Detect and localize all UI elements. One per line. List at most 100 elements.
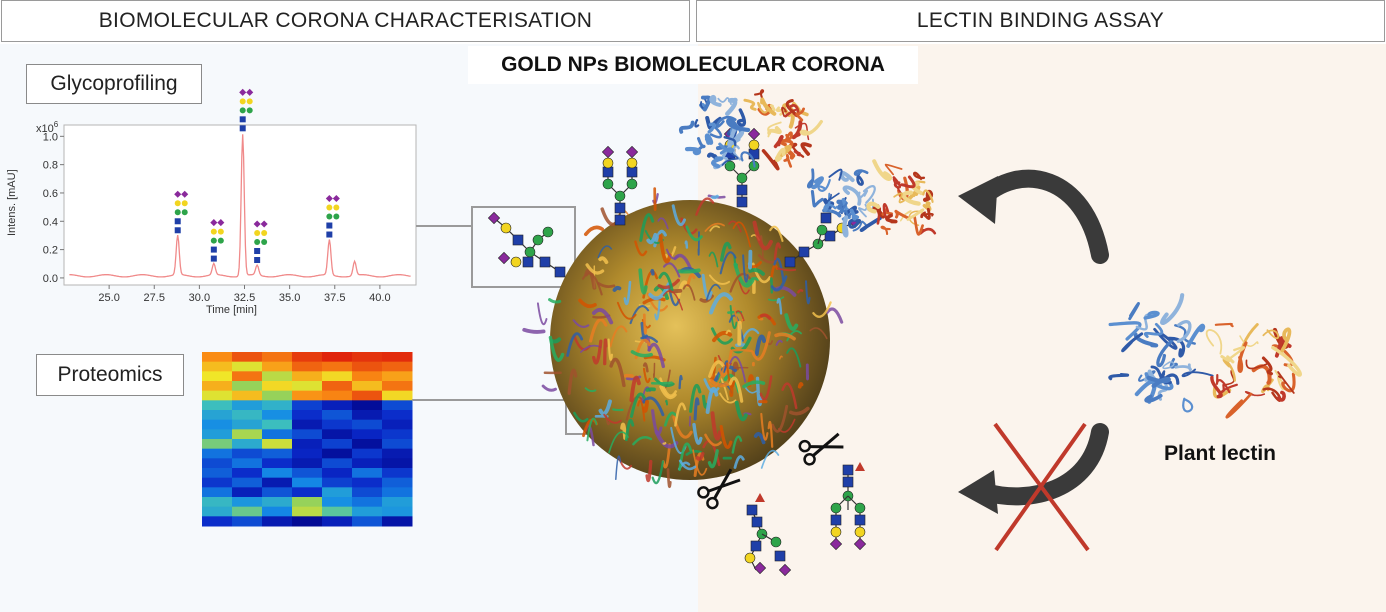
- heatmap-cell: [262, 390, 293, 401]
- heatmap-cell: [262, 487, 293, 498]
- heatmap-cell: [202, 381, 233, 392]
- heatmap-cell: [382, 381, 413, 392]
- peak-glycan-icon: [210, 219, 225, 262]
- heatmap-cell: [382, 361, 413, 372]
- heatmap-cell: [322, 381, 353, 392]
- heatmap-cell: [232, 477, 263, 488]
- heatmap-cell: [292, 439, 323, 450]
- heatmap-cell: [322, 410, 353, 421]
- heatmap-cell: [382, 516, 413, 527]
- heatmap-cell: [262, 400, 293, 411]
- heatmap-cell: [262, 497, 293, 508]
- heatmap-cell: [262, 468, 293, 479]
- heatmap-cell: [352, 468, 383, 479]
- heatmap-cell: [202, 371, 233, 382]
- heatmap-cell: [292, 381, 323, 392]
- curved-arrow-icon: [971, 169, 1109, 264]
- heatmap-cell: [352, 448, 383, 459]
- heatmap-cell: [382, 497, 413, 508]
- glyco-y-tick-label: 0.0: [43, 273, 58, 285]
- heatmap-cell: [382, 439, 413, 450]
- heatmap-cell: [322, 458, 353, 469]
- heatmap-cell: [352, 390, 383, 401]
- heatmap-cell: [262, 410, 293, 421]
- glyco-y-tick-label: 0.8: [43, 160, 58, 172]
- heatmap-cell: [292, 352, 323, 363]
- heatmap-cell: [292, 497, 323, 508]
- heatmap-cell: [352, 429, 383, 440]
- heatmap-cell: [322, 419, 353, 430]
- peak-glycan-icon: [239, 88, 254, 132]
- heatmap-cell: [322, 477, 353, 488]
- heatmap-cell: [292, 516, 323, 527]
- glyco-x-tick-label: 37.5: [324, 292, 345, 304]
- header-biomolecular-corona: BIOMOLECULAR CORONA CHARACTERISATION: [1, 0, 690, 42]
- heatmap-cell: [232, 497, 263, 508]
- glycoprofiling-label: Glycoprofiling: [26, 64, 202, 104]
- curved-arrow-head-top: [958, 176, 998, 224]
- heatmap-cell: [292, 371, 323, 382]
- heatmap-cell: [382, 390, 413, 401]
- peak-glycan-icon: [174, 190, 189, 234]
- heatmap-cell: [232, 419, 263, 430]
- heatmap-cell: [232, 516, 263, 527]
- heatmap-cell: [322, 468, 353, 479]
- heatmap-cell: [232, 448, 263, 459]
- glyco-x-tick-label: 40.0: [369, 292, 390, 304]
- curved-arrow-lower: [976, 423, 1109, 506]
- heatmap-cell: [262, 381, 293, 392]
- glyco-x-tick-label: 25.0: [98, 292, 119, 304]
- heatmap-cell: [292, 477, 323, 488]
- heatmap-cell: [292, 390, 323, 401]
- gold-nanoparticle: [522, 187, 844, 488]
- heatmap-cell: [202, 506, 233, 517]
- glyco-y-tick-label: 1.0: [43, 131, 58, 143]
- center-title: GOLD NPs BIOMOLECULAR CORONA: [468, 46, 918, 84]
- header-lectin-binding-assay: LECTIN BINDING ASSAY: [696, 0, 1385, 42]
- heatmap-cell: [262, 361, 293, 372]
- heatmap-cell: [382, 468, 413, 479]
- heatmap-cell: [352, 487, 383, 498]
- heatmap-cell: [322, 390, 353, 401]
- heatmap-cell: [292, 506, 323, 517]
- heatmap-cell: [262, 448, 293, 459]
- glyco-x-axis-label: Time [min]: [206, 304, 257, 316]
- glyco-x-tick-label: 32.5: [234, 292, 255, 304]
- heatmap-cell: [232, 439, 263, 450]
- heatmap-cell: [352, 381, 383, 392]
- heatmap-cell: [322, 400, 353, 411]
- heatmap-cell: [232, 410, 263, 421]
- heatmap-cell: [292, 487, 323, 498]
- glyco-x-tick-label: 30.0: [189, 292, 210, 304]
- heatmap-cell: [232, 352, 263, 363]
- heatmap-cell: [352, 361, 383, 372]
- heatmap-cell: [382, 352, 413, 363]
- heatmap-cell: [202, 410, 233, 421]
- heatmap-cell: [232, 506, 263, 517]
- heatmap-cell: [232, 381, 263, 392]
- glyco-y-tick-label: 0.4: [43, 216, 58, 228]
- heatmap-cell: [202, 477, 233, 488]
- heatmap-cell: [352, 371, 383, 382]
- glycan-chains: [487, 127, 867, 577]
- heatmap-cell: [262, 352, 293, 363]
- heatmap-cell: [382, 477, 413, 488]
- heatmap-cell: [232, 400, 263, 411]
- heatmap-cell: [202, 439, 233, 450]
- glyco-y-multiplier: x106: [36, 120, 59, 135]
- heatmap-cell: [202, 468, 233, 479]
- heatmap-cell: [202, 419, 233, 430]
- peak-glycan-icon: [253, 220, 268, 264]
- heatmap-cell: [382, 419, 413, 430]
- scissors-icon: [798, 432, 844, 466]
- heatmap-cell: [382, 371, 413, 382]
- heatmap-cell: [202, 448, 233, 459]
- heatmap-cell: [262, 439, 293, 450]
- heatmap-cell: [352, 497, 383, 508]
- glyco-chromatogram-line: [69, 134, 411, 278]
- heatmap-cell: [202, 487, 233, 498]
- heatmap-cell: [292, 458, 323, 469]
- heatmap-cell: [262, 477, 293, 488]
- heatmap-cell: [322, 497, 353, 508]
